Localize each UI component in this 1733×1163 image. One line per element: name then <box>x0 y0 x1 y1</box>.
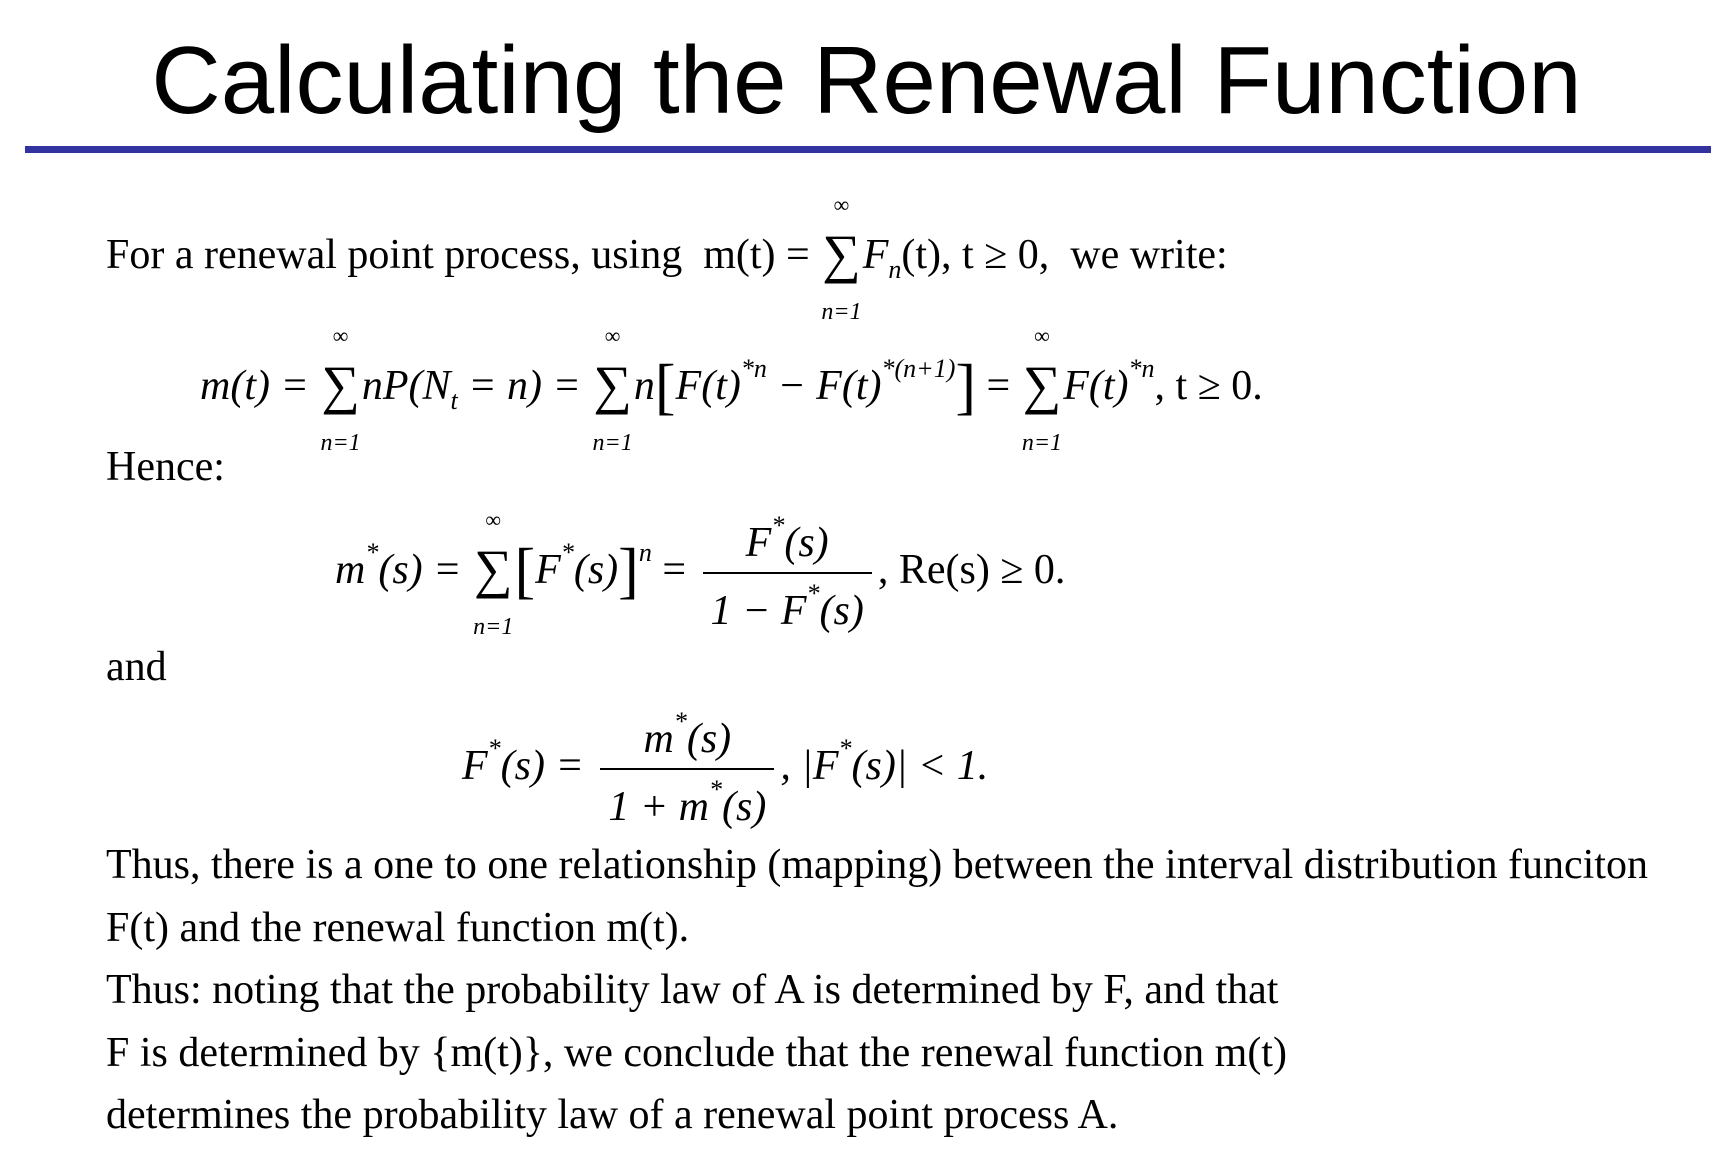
sum-symbol: ∑∞n=1 <box>320 323 361 456</box>
eq2-star: * <box>806 579 820 609</box>
eq1-term1-sub: t <box>450 386 458 415</box>
eq3-fraction: m*(s) 1 + m*(s) <box>600 706 775 833</box>
eq2-lhs: m <box>335 547 366 594</box>
right-bracket: ] <box>955 353 977 421</box>
left-bracket: [ <box>654 353 676 421</box>
eq2-eq: = <box>651 547 686 594</box>
equation-laplace-F: F*(s) = m*(s) 1 + m*(s) , |F*(s)| < 1. <box>462 706 988 833</box>
slide-title: Calculating the Renewal Function <box>151 27 1582 134</box>
eq2-star: * <box>365 538 379 568</box>
eq3-num-rest: (s) <box>686 716 732 762</box>
eq3-den-pre: 1 + m <box>608 784 710 831</box>
eq3-lhs: F <box>462 743 488 790</box>
eq1-cond: , t ≥ 0. <box>1154 363 1263 409</box>
eq3-den-rest: (s) <box>722 784 767 831</box>
eq3-star: * <box>709 775 723 805</box>
eq2-num-rest: (s) <box>784 520 829 566</box>
left-bracket: [ <box>514 537 536 606</box>
def-term-rest: (t), t ≥ 0, <box>901 232 1050 278</box>
equation-laplace-m: m*(s) = ∑∞n=1[F*(s)]n = F*(s) 1 − F*(s) … <box>335 507 1066 641</box>
eq3-star: * <box>838 734 852 764</box>
eq3-star: * <box>487 734 501 764</box>
thus-2-line1: Thus: noting that the probability law of… <box>106 967 1279 1013</box>
and-label: and <box>106 644 167 690</box>
sum-symbol: ∑∞n=1 <box>473 507 514 641</box>
sum-symbol: ∑∞n=1 <box>1021 323 1063 456</box>
eq1-term1-rest: = n) = <box>457 363 581 409</box>
eq2-star: * <box>771 511 785 540</box>
sum-symbol: ∑∞n=1 <box>821 192 862 325</box>
intro-line: For a renewal point process, using m(t) … <box>106 192 1228 325</box>
def-term-sub: n <box>888 255 902 284</box>
eq3-num: m <box>643 716 674 762</box>
eq1-eq: = <box>976 363 1011 409</box>
eq1-minus: − F(t) <box>766 363 882 409</box>
thus-2-line2: F is determined by {m(t)}, we conclude t… <box>106 1030 1287 1076</box>
eq2-bracket-F: F <box>535 547 561 594</box>
eq2-cond: , Re(s) ≥ 0. <box>877 547 1066 594</box>
thus-2-line3: determines the probability law of a rene… <box>106 1092 1119 1138</box>
eq3-cond-rest: (s)| < 1. <box>851 743 989 790</box>
eq2-den-pre: 1 − F <box>710 588 807 635</box>
eq1-pow3: *n <box>1128 354 1155 383</box>
def-lhs: m(t) = <box>703 232 810 278</box>
eq2-star: * <box>560 538 574 568</box>
def-term: F <box>862 232 889 278</box>
right-bracket: ] <box>618 537 639 606</box>
eq3-cond: , |F <box>780 743 839 790</box>
eq2-lhs-rest: (s) = <box>378 547 462 594</box>
eq2-pow: n <box>638 538 652 568</box>
thus-1-line2: F(t) and the renewal function m(t). <box>106 905 690 951</box>
eq2-fraction: F*(s) 1 − F*(s) <box>702 510 872 637</box>
intro-prefix: For a renewal point process, using <box>106 232 683 278</box>
eq1-term1: nP(N <box>361 363 451 409</box>
intro-suffix: we write: <box>1070 232 1228 278</box>
eq1-F3: F(t) <box>1063 363 1129 409</box>
eq1-pow1: *n <box>740 354 767 383</box>
eq1-pow2: *(n+1) <box>881 354 956 383</box>
thus-1-line1: Thus, there is a one to one relationship… <box>106 842 1648 888</box>
eq2-num-F: F <box>745 520 772 566</box>
eq3-star: * <box>673 707 687 736</box>
eq1-F1: F(t) <box>675 363 741 409</box>
eq1-lhs: m(t) = <box>200 363 309 409</box>
eq1-n: n <box>633 363 655 409</box>
eq2-bracket-rest: (s) <box>573 547 619 594</box>
eq2-den-rest: (s) <box>819 588 864 635</box>
hence-label: Hence: <box>106 444 225 490</box>
eq3-lhs-rest: (s) = <box>500 743 584 790</box>
sum-symbol: ∑∞n=1 <box>592 323 633 456</box>
title-underline <box>25 146 1711 153</box>
